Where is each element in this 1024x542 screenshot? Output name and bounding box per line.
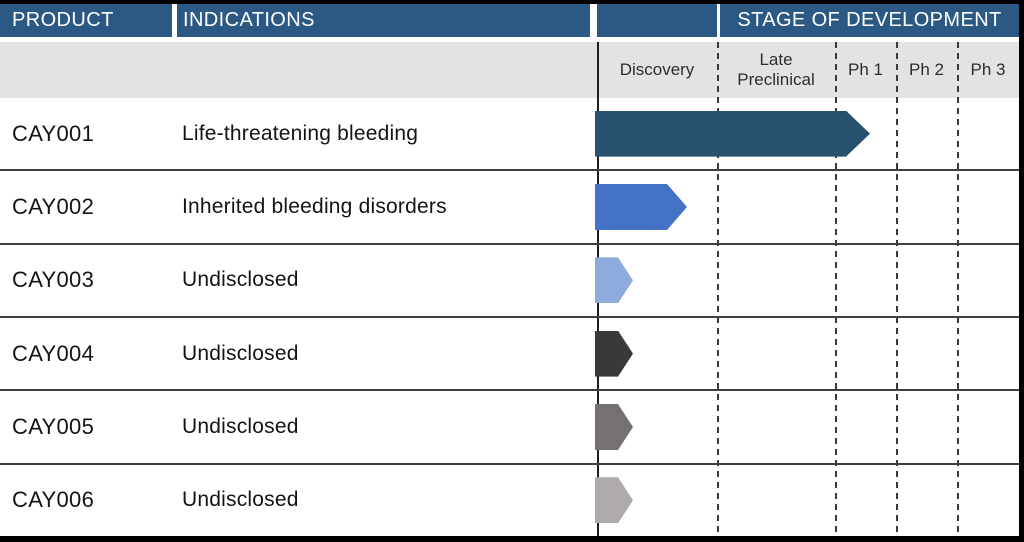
stage-subheader (0, 42, 1019, 98)
indication-text: Life-threatening bleeding (182, 121, 419, 145)
header-cell-indications: INDICATIONS (177, 4, 590, 37)
top-border (0, 0, 1024, 4)
stage-header-label: STAGE OF DEVELOPMENT (737, 9, 1002, 31)
column-divider-dashed (717, 42, 719, 537)
product-header-label: PRODUCT (12, 9, 114, 31)
stage-column-label: Discovery (619, 60, 695, 80)
indication-text: Undisclosed (182, 414, 299, 438)
indication-text: Inherited bleeding disorders (182, 194, 447, 218)
stage-arrow (595, 404, 633, 450)
pipeline-row: CAY003 Undisclosed (0, 242, 1019, 316)
stage-arrow (595, 184, 687, 230)
indication-text: Undisclosed (182, 488, 299, 512)
stage-arrow (595, 331, 633, 377)
column-divider-dashed (957, 42, 959, 537)
product-name: CAY004 (12, 340, 95, 366)
stage-column-label: Late Preclinical (737, 50, 815, 89)
stage-arrow (595, 111, 870, 157)
stage-column-label: Ph 3 (970, 60, 1006, 80)
product-name: CAY002 (12, 193, 95, 219)
stage-arrow (595, 477, 633, 523)
indications-header-label: INDICATIONS (183, 9, 315, 31)
product-name: CAY005 (12, 413, 95, 439)
pipeline-row: CAY002 Inherited bleeding disorders (0, 169, 1019, 242)
header-cell-empty (597, 4, 717, 37)
pipeline-row: CAY001 Life-threatening bleeding (0, 98, 1019, 169)
product-name: CAY006 (12, 487, 95, 513)
pipeline-row: CAY006 Undisclosed (0, 462, 1019, 536)
stage-column-label: Ph 2 (909, 60, 944, 80)
stage-arrow (595, 257, 633, 303)
stage-column-label: Ph 1 (848, 60, 883, 80)
product-name: CAY001 (12, 120, 95, 146)
pipeline-row: CAY004 Undisclosed (0, 315, 1019, 389)
header-cell-product: PRODUCT (0, 4, 172, 37)
right-border (1019, 0, 1024, 542)
product-name: CAY003 (12, 267, 95, 293)
pipeline-row: CAY005 Undisclosed (0, 389, 1019, 462)
column-divider-dashed (835, 42, 837, 537)
indication-text: Undisclosed (182, 341, 299, 365)
header-cell-stage: STAGE OF DEVELOPMENT (720, 4, 1019, 37)
column-divider-dashed (896, 42, 898, 537)
bottom-border (0, 536, 1024, 542)
indication-text: Undisclosed (182, 268, 299, 292)
